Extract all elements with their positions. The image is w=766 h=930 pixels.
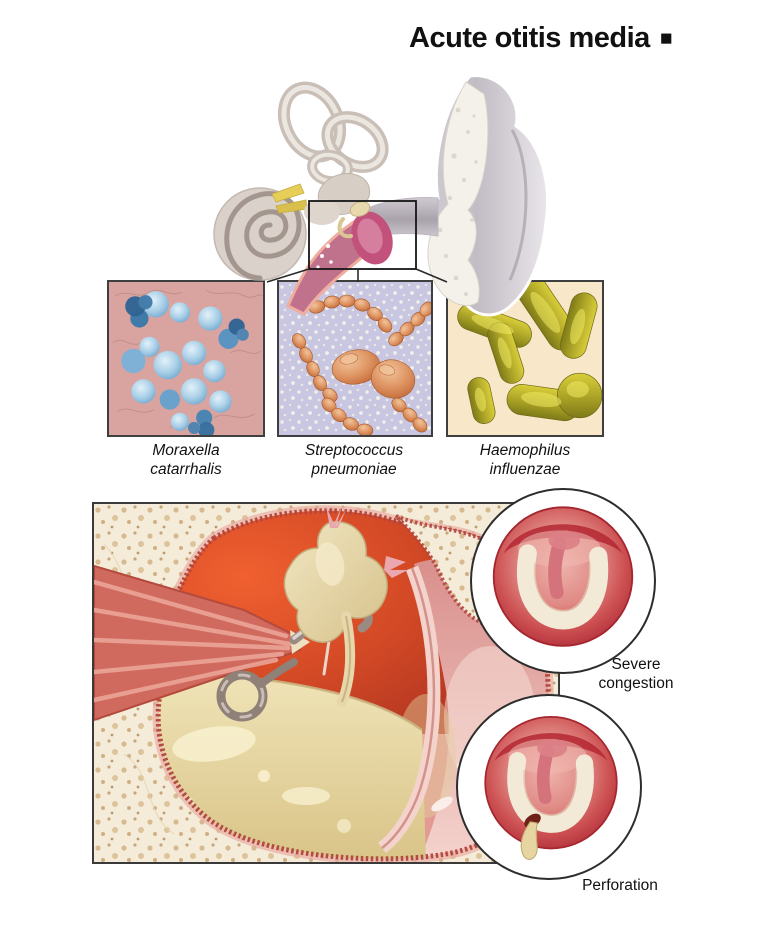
nerve-fibers — [271, 183, 308, 214]
chain-upper — [308, 294, 393, 333]
rod-highlights — [471, 291, 589, 412]
moraxella-micrograph — [112, 289, 263, 435]
label-moraxella: Moraxella catarrhalis — [150, 442, 222, 478]
cochlea — [213, 187, 307, 281]
page-title: Acute otitis media ■ — [300, 22, 672, 55]
perforation-with-discharge — [520, 813, 541, 860]
moraxella-cocci — [121, 291, 249, 435]
ossicles-large — [283, 506, 408, 707]
chain-left — [291, 333, 338, 403]
effusion-droplets — [316, 243, 333, 269]
streptococcus-micrograph — [279, 283, 431, 435]
chain-right — [388, 301, 431, 347]
malleus-handle — [548, 537, 567, 600]
label-haemophilus: Haemophilus influenzae — [479, 442, 571, 478]
page-title-text: Acute otitis media — [409, 22, 650, 54]
perforation-label: Perforation — [582, 877, 658, 894]
cartilage-speckle — [437, 107, 478, 296]
chain-lower-right — [391, 397, 428, 433]
pinna — [388, 74, 550, 317]
middle-ear-inflamed — [286, 199, 393, 316]
cone-of-light — [507, 752, 594, 833]
ossicles-small — [337, 201, 371, 239]
ligament-tufts — [326, 506, 408, 578]
neutrophil-blobs — [125, 295, 249, 435]
eardrum-perforated — [484, 716, 618, 860]
panel-moraxella-catarrhalis — [107, 280, 265, 437]
diplococcus-pair-large — [331, 349, 416, 399]
label-streptococcus: Streptococcus pneumoniae — [304, 442, 404, 478]
ear-anatomy-overview — [213, 74, 550, 317]
malleus-handle — [536, 745, 554, 805]
haemophilus-micrograph — [457, 282, 602, 424]
chain-lower — [321, 397, 374, 435]
eustachian-muscle — [94, 564, 310, 722]
severe-congestion-label: Severe congestion — [598, 656, 674, 692]
streptococcus-chains — [291, 294, 431, 435]
inset-severe-congestion — [470, 488, 656, 674]
title-bullet-square-icon: ■ — [659, 27, 673, 50]
cone-of-light — [517, 544, 609, 630]
inset-perforation — [456, 694, 642, 880]
haemophilus-rods — [457, 282, 602, 424]
zoom-box — [266, 200, 448, 283]
eardrum-congested — [492, 506, 634, 647]
semicircular-canals — [277, 81, 389, 215]
